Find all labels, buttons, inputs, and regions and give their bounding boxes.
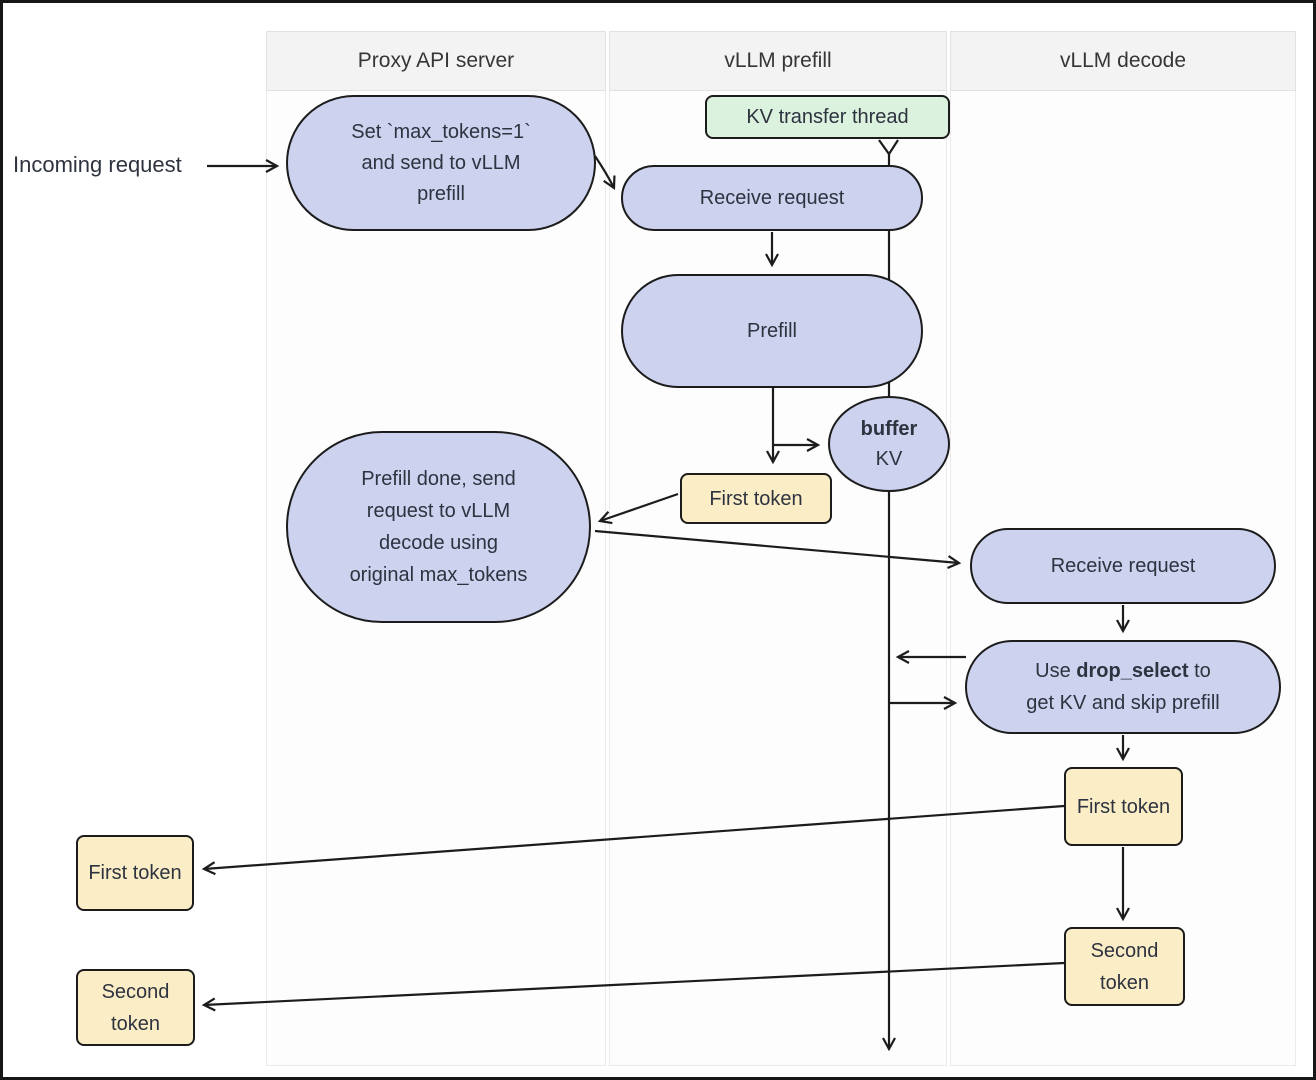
prefill-done-line-1: Prefill done, send — [361, 468, 516, 490]
receive-request-prefill-label: Receive request — [699, 186, 845, 209]
prefill-done-line-2: request to vLLM — [366, 500, 511, 522]
first-token-prefill-node: First token — [680, 473, 832, 524]
set-max-tokens-node: Set `max_tokens=1` and send to vLLM pref… — [286, 95, 596, 231]
arrow-first-token-to-prefill-done — [597, 492, 679, 525]
buffer-kv-line-2: KV — [875, 448, 903, 470]
first-token-prefill-label: First token — [709, 487, 803, 510]
arrow-proxy-to-prefill-receive — [594, 155, 616, 191]
lane-label-decode: vLLM decode — [1059, 49, 1187, 72]
drop-select-bold: drop_select — [1076, 660, 1189, 682]
lane-header-proxy: Proxy API server — [266, 31, 606, 91]
arrow-second-token-to-output — [201, 961, 1065, 1012]
lane-header-decode: vLLM decode — [950, 31, 1296, 91]
kv-thread-tail — [878, 139, 899, 156]
receive-request-decode-label: Receive request — [1050, 554, 1196, 577]
second-token-output-node: Second token — [76, 969, 195, 1046]
second-token-decode-node: Second token — [1064, 927, 1185, 1006]
prefill-done-line-3: decode using — [379, 532, 498, 554]
receive-request-prefill-node: Receive request — [621, 165, 923, 231]
set-max-tokens-line-2: and send to vLLM — [361, 151, 521, 174]
arrow-prefill-done-to-decode-receive — [594, 529, 962, 570]
buffer-kv-line-1: buffer — [860, 418, 918, 440]
receive-request-decode-node: Receive request — [970, 528, 1276, 604]
first-token-decode-label: First token — [1076, 795, 1171, 818]
connector-layer — [201, 139, 1130, 1052]
incoming-request-label: Incoming request — [13, 152, 182, 177]
second-token-decode-label: Second token — [1090, 939, 1159, 994]
lane-label-prefill: vLLM prefill — [724, 49, 832, 72]
set-max-tokens-line-1: Set `max_tokens=1` — [351, 120, 531, 143]
set-max-tokens-line-3: prefill — [417, 182, 465, 205]
kv-transfer-thread-node: KV transfer thread — [705, 95, 950, 139]
buffer-kv-node: buffer KV — [828, 396, 950, 492]
prefill-done-node: Prefill done, send request to vLLM decod… — [286, 431, 591, 623]
drop-select-line-1: Use drop_select to — [1035, 655, 1211, 687]
prefill-done-line-4: original max_tokens — [349, 564, 528, 586]
prefill-node: Prefill — [621, 274, 923, 388]
kv-transfer-thread-label: KV transfer thread — [746, 105, 909, 128]
lane-label-proxy: Proxy API server — [357, 49, 515, 72]
first-token-output-label: First token — [88, 862, 182, 884]
lane-header-prefill: vLLM prefill — [609, 31, 947, 91]
drop-select-node: Use drop_select to get KV and skip prefi… — [965, 640, 1281, 734]
drop-select-prefix: Use — [1035, 660, 1077, 682]
drop-select-line-2: get KV and skip prefill — [1026, 692, 1220, 714]
first-token-output-node: First token — [76, 835, 194, 911]
second-token-output-label: Second token — [101, 980, 170, 1035]
drop-select-suffix: to — [1188, 660, 1211, 682]
arrow-first-token-to-output — [201, 804, 1065, 876]
first-token-decode-node: First token — [1064, 767, 1183, 846]
prefill-label: Prefill — [746, 319, 797, 342]
